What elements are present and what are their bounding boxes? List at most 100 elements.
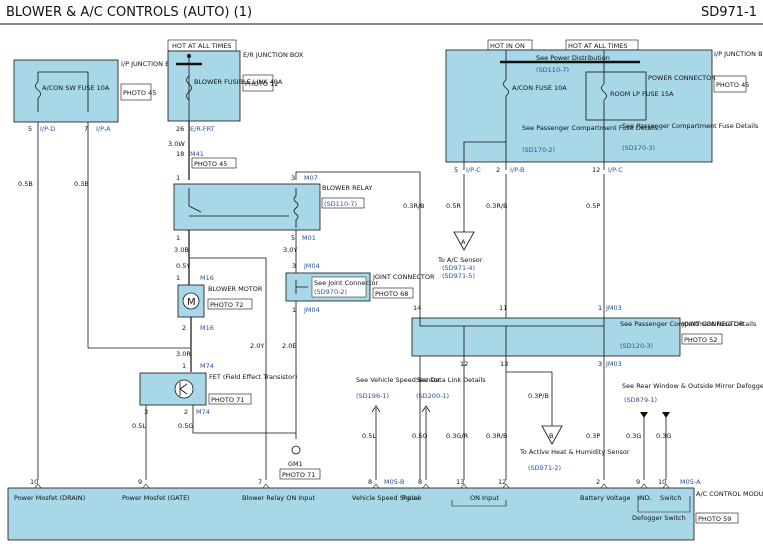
er-junction-box bbox=[167, 50, 241, 122]
svg-text:B: B bbox=[549, 432, 553, 440]
svg-text:3.0W: 3.0W bbox=[168, 140, 185, 148]
svg-text:PHOTO 68: PHOTO 68 bbox=[375, 290, 408, 298]
acon-sw-fuse: A/CON SW FUSE 10A bbox=[42, 84, 110, 92]
ip-jb-left-photo: PHOTO 45 bbox=[123, 89, 156, 97]
svg-text:13: 13 bbox=[500, 360, 508, 368]
ip-jb-left-title: I/P JUNCTION BOX bbox=[121, 60, 179, 68]
svg-text:0.5L: 0.5L bbox=[362, 432, 376, 440]
svg-text:See Passenger Compartment Fuse: See Passenger Compartment Fuse Details bbox=[620, 320, 757, 328]
ac-sensor-arrow-icon bbox=[453, 231, 475, 251]
svg-text:M05-A: M05-A bbox=[680, 478, 701, 486]
svg-text:PHOTO 12: PHOTO 12 bbox=[245, 80, 278, 88]
svg-text:JM03: JM03 bbox=[605, 304, 622, 312]
svg-text:POWER CONNECTOR: POWER CONNECTOR bbox=[648, 74, 716, 82]
svg-text:0.5R: 0.5R bbox=[446, 202, 461, 210]
svg-text:GM1: GM1 bbox=[288, 460, 303, 468]
module-pin-marker bbox=[460, 483, 468, 489]
svg-text:1: 1 bbox=[182, 362, 186, 370]
svg-text:(SD170-3): (SD170-3) bbox=[622, 144, 655, 152]
svg-text:1: 1 bbox=[292, 306, 296, 314]
svg-text:JM03: JM03 bbox=[605, 360, 622, 368]
svg-text:2.0Y: 2.0Y bbox=[250, 342, 264, 350]
svg-text:E/R JUNCTION BOX: E/R JUNCTION BOX bbox=[243, 51, 304, 59]
module-pin-number: 9 bbox=[636, 478, 640, 486]
svg-text:See Data Link Details: See Data Link Details bbox=[416, 376, 486, 384]
module-pin-marker bbox=[422, 483, 430, 489]
svg-text:Defogger Switch: Defogger Switch bbox=[632, 514, 686, 522]
svg-text:PHOTO 45: PHOTO 45 bbox=[194, 160, 227, 168]
svg-text:PHOTO 59: PHOTO 59 bbox=[698, 515, 731, 523]
svg-text:(SD170-2): (SD170-2) bbox=[522, 146, 555, 154]
svg-text:2: 2 bbox=[496, 166, 500, 174]
svg-text:I/P-C: I/P-C bbox=[466, 166, 481, 174]
module-pin-label: Power Mosfet (GATE) bbox=[122, 494, 190, 502]
svg-text:1: 1 bbox=[598, 304, 602, 312]
module-pin-label: Switch bbox=[660, 494, 682, 502]
module-pin-marker bbox=[34, 483, 42, 489]
svg-text:A/CON FUSE 10A: A/CON FUSE 10A bbox=[512, 84, 567, 92]
module-pin-label: ON Input bbox=[470, 494, 499, 502]
fuse-symbol bbox=[35, 72, 41, 112]
svg-text:0.5G: 0.5G bbox=[178, 422, 193, 430]
svg-text:(SD110-7): (SD110-7) bbox=[536, 66, 569, 74]
svg-text:(SD971-4): (SD971-4) bbox=[442, 264, 475, 272]
svg-text:HOT AT ALL TIMES: HOT AT ALL TIMES bbox=[568, 42, 628, 50]
svg-text:PHOTO 71: PHOTO 71 bbox=[282, 471, 315, 479]
module-pin-label: IND. bbox=[638, 494, 652, 502]
svg-text:M74: M74 bbox=[196, 408, 210, 416]
svg-text:E/R-FRT: E/R-FRT bbox=[190, 125, 215, 133]
svg-text:To Active Heat & Humidity Sens: To Active Heat & Humidity Sensor bbox=[519, 448, 630, 456]
hot-at-all-times-tag-1: HOT AT ALL TIMES bbox=[172, 42, 232, 50]
svg-text:See Passenger Compartment Fuse: See Passenger Compartment Fuse Details bbox=[522, 124, 659, 132]
svg-text:5: 5 bbox=[291, 234, 295, 242]
svg-text:I/P-C: I/P-C bbox=[608, 166, 623, 174]
svg-text:5: 5 bbox=[454, 166, 458, 174]
module-pin-marker bbox=[600, 483, 608, 489]
module-pin-number: 9 bbox=[138, 478, 142, 486]
svg-text:See Vehicle Speed Sensor: See Vehicle Speed Sensor bbox=[356, 376, 441, 384]
svg-text:(SD879-1): (SD879-1) bbox=[624, 396, 657, 404]
svg-text:2.0E: 2.0E bbox=[282, 342, 296, 350]
fet-transistor bbox=[139, 372, 207, 406]
svg-text:5: 5 bbox=[28, 125, 32, 133]
svg-text:3.0R: 3.0R bbox=[176, 350, 191, 358]
svg-text:(SD110-7): (SD110-7) bbox=[324, 200, 357, 208]
svg-text:0.3P: 0.3P bbox=[586, 432, 600, 440]
ip-junction-box-right bbox=[445, 49, 713, 163]
svg-text:M01: M01 bbox=[302, 234, 316, 242]
svg-text:18: 18 bbox=[176, 150, 184, 158]
svg-text:0.3P/B: 0.3P/B bbox=[528, 392, 549, 400]
svg-text:PHOTO 52: PHOTO 52 bbox=[684, 336, 717, 344]
svg-text:0.5L: 0.5L bbox=[132, 422, 146, 430]
svg-text:(SD200-1): (SD200-1) bbox=[416, 392, 449, 400]
svg-text:0.3B: 0.3B bbox=[74, 180, 89, 188]
svg-text:M16: M16 bbox=[200, 324, 214, 332]
vehicle-speed-arrow-icon bbox=[371, 405, 381, 413]
svg-text:0.5Y: 0.5Y bbox=[176, 262, 190, 270]
svg-text:(SD971-5): (SD971-5) bbox=[442, 272, 475, 280]
svg-text:0.3G/R: 0.3G/R bbox=[446, 432, 469, 440]
module-pin-number: 10 bbox=[30, 478, 38, 486]
svg-text:M74: M74 bbox=[200, 362, 214, 370]
svg-text:0.3R/B: 0.3R/B bbox=[486, 432, 508, 440]
svg-text:JM04: JM04 bbox=[303, 262, 320, 270]
svg-text:1: 1 bbox=[176, 234, 180, 242]
svg-text:PHOTO 72: PHOTO 72 bbox=[210, 301, 243, 309]
svg-text:PHOTO 71: PHOTO 71 bbox=[211, 396, 244, 404]
svg-text:See Joint Connector: See Joint Connector bbox=[314, 279, 378, 287]
transistor-icon bbox=[174, 379, 194, 399]
svg-text:JM04: JM04 bbox=[303, 306, 320, 314]
module-pin-label: P-Lino bbox=[402, 494, 422, 502]
diagram-code: SD971-1 bbox=[701, 5, 757, 20]
defogger-arrow-icon bbox=[640, 412, 670, 418]
svg-text:14: 14 bbox=[413, 304, 421, 312]
svg-text:JOINT CONNECTOR: JOINT CONNECTOR bbox=[372, 273, 435, 281]
svg-text:HOT IN ON: HOT IN ON bbox=[490, 42, 525, 50]
svg-text:A: A bbox=[461, 238, 466, 246]
svg-text:1: 1 bbox=[176, 274, 180, 282]
svg-text:See Rear Window & Outside Mirr: See Rear Window & Outside Mirror Defogge… bbox=[622, 382, 763, 390]
svg-text:To A/C Sensor: To A/C Sensor bbox=[437, 256, 483, 264]
svg-text:2: 2 bbox=[184, 408, 188, 416]
